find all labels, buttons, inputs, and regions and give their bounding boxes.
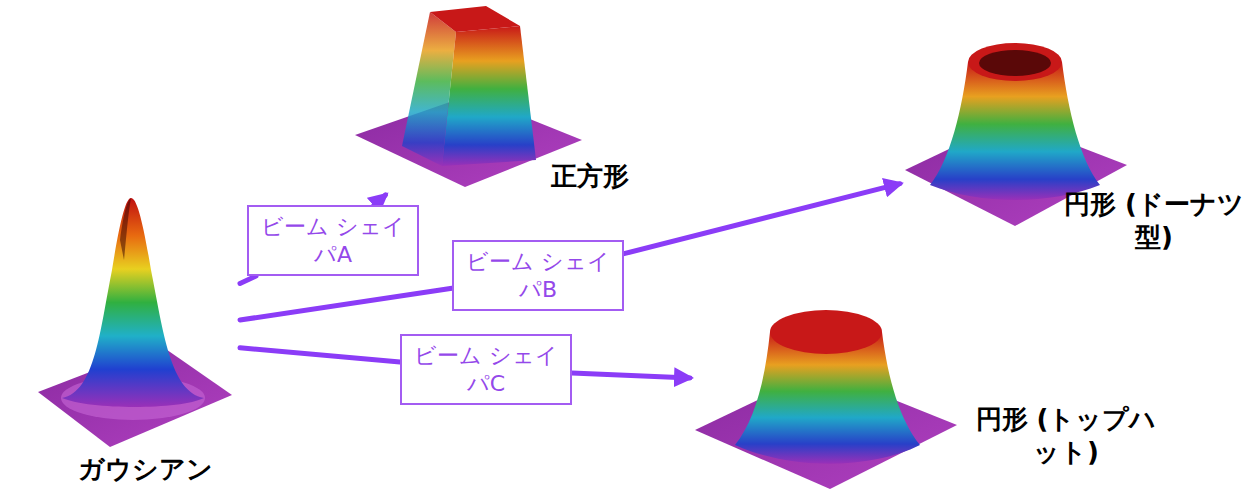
- bell-shade: [120, 198, 131, 260]
- flow-arrow: [624, 184, 900, 254]
- shaper-label: ビーム シェイパB: [462, 248, 614, 303]
- shaper-label: ビーム シェイパA: [257, 213, 409, 268]
- prism-top-face: [430, 6, 520, 32]
- tophat-plot: [695, 310, 957, 489]
- donut-rim: [968, 43, 1062, 81]
- tophat-top: [770, 310, 882, 354]
- donut-body: [930, 62, 1100, 200]
- profile-label: ガウシアン: [60, 453, 230, 486]
- gaussian-node: ガウシアン: [5, 185, 240, 490]
- gaussian-bell: [62, 198, 204, 407]
- flow-arrow: [240, 288, 452, 320]
- flow-arrow: [240, 348, 400, 362]
- gaussian-plot: [38, 198, 232, 447]
- square-node: 正方形: [350, 5, 640, 195]
- donut-node: 円形 (ドーナツ型): [900, 10, 1252, 268]
- profile-label: 円形 (ドーナツ型): [1060, 188, 1248, 253]
- shaper-label: ビーム シェイパC: [410, 342, 562, 397]
- square-plot: [355, 6, 582, 187]
- beam-shaper-box: ビーム シェイパC: [400, 334, 572, 405]
- flow-arrow: [374, 195, 386, 205]
- beam-shaper-box: ビーム シェイパB: [452, 240, 624, 311]
- tophat-node: 円形 (トップハット): [690, 285, 1160, 490]
- flow-arrow: [240, 276, 256, 283]
- prism-front-face: [442, 26, 536, 166]
- donut-hole: [979, 50, 1051, 76]
- profile-label: 円形 (トップハット): [975, 403, 1157, 468]
- profile-label: 正方形: [540, 160, 640, 193]
- flow-arrow: [572, 373, 690, 378]
- beam-shaper-box: ビーム シェイパA: [247, 205, 419, 276]
